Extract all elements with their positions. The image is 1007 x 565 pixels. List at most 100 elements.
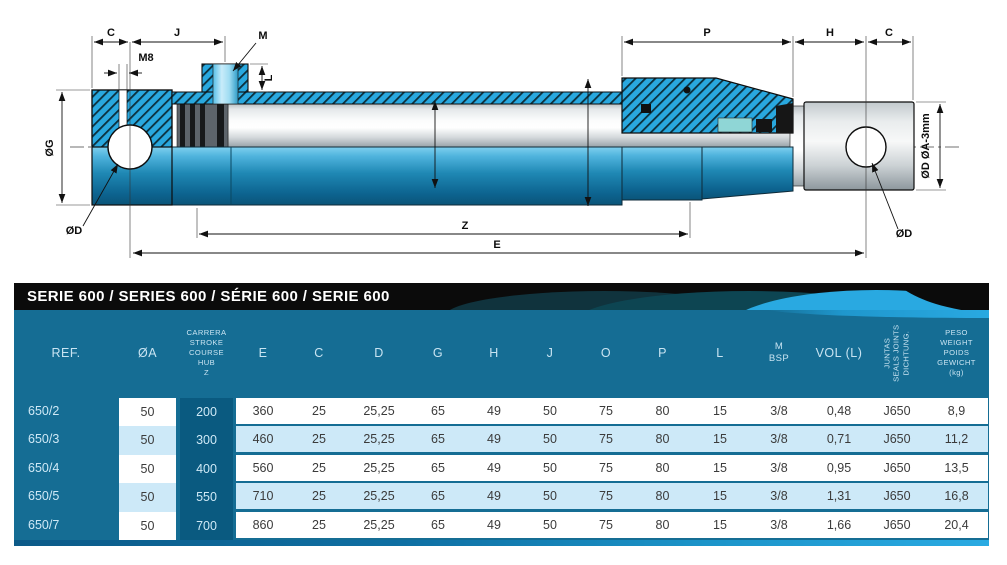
table-cell: 3/8 xyxy=(770,489,788,504)
row-ref: 650/2 xyxy=(28,404,60,418)
table-cell: 3/8 xyxy=(770,432,788,447)
od-right-leader xyxy=(871,162,899,230)
od-left-leader xyxy=(82,163,119,227)
dim-od-left-label: ØD xyxy=(66,225,83,237)
column-header-d: D xyxy=(374,346,384,360)
extension-lines xyxy=(56,36,946,258)
table-cell: 49 xyxy=(487,489,501,504)
table-cell: 860 xyxy=(252,517,274,532)
table-cell: 15 xyxy=(713,517,727,532)
table-cell: 25 xyxy=(312,460,326,475)
column-header-juntas: JUNTAS SEALS JOINTS DICHTUNG. xyxy=(882,324,911,382)
table-cell: 65 xyxy=(431,489,445,504)
row-ref: 650/7 xyxy=(28,517,60,532)
table-cell: 25,25 xyxy=(363,489,395,504)
oa-cell: 50 xyxy=(119,426,176,455)
gland-head xyxy=(621,77,794,134)
table-cell: 65 xyxy=(431,404,445,418)
dim-c-left-label: C xyxy=(107,27,115,39)
table-cell: 710 xyxy=(252,489,274,504)
table-cell: 25,25 xyxy=(363,432,395,447)
row-ref: 650/5 xyxy=(28,489,60,504)
column-header-peso: PESO WEIGHT POIDS GEWICHT (kg) xyxy=(937,328,976,377)
table-cell: 3/8 xyxy=(770,517,788,532)
cylinder-tube-wall xyxy=(171,91,643,105)
column-header-l: L xyxy=(716,346,724,360)
cylinder-technical-drawing: C J M8 M L P H C ØG Z E ØD ØD ØD ØA-3mm xyxy=(44,27,962,258)
table-cell: 1,31 xyxy=(826,489,852,504)
table-cell: 15 xyxy=(713,489,727,504)
dim-od-oa-label: ØD ØA-3mm xyxy=(920,113,932,179)
stroke-column-strip xyxy=(180,398,233,540)
oa-cell: 50 xyxy=(119,511,176,540)
table-title-band: SERIE 600 / SERIES 600 / SÉRIE 600 / SER… xyxy=(14,283,989,310)
table-cell: 80 xyxy=(655,517,670,532)
table-cell: 25 xyxy=(312,404,326,418)
table-cell: 0,95 xyxy=(826,460,852,475)
table-cell: 20,4 xyxy=(944,517,969,532)
column-header-o: O xyxy=(600,346,612,360)
table-cell: 75 xyxy=(599,517,613,532)
column-header-c: C xyxy=(314,346,324,360)
column-header-e: E xyxy=(258,346,268,360)
m8-tapped-hole xyxy=(118,89,128,129)
table-cell: 80 xyxy=(655,432,670,447)
dimension-lines xyxy=(58,38,944,257)
table-cell: 49 xyxy=(487,404,501,418)
table-cell: 25 xyxy=(312,489,326,504)
dim-m8-label: M8 xyxy=(138,52,153,64)
table-cell: 25 xyxy=(312,432,326,447)
table-cell: 75 xyxy=(599,489,613,504)
o-ring xyxy=(683,86,691,94)
table-cell: 560 xyxy=(252,460,274,475)
stroke-cell: 700 xyxy=(196,518,217,533)
table-cell: 1,66 xyxy=(826,517,852,532)
dim-c-right-label: C xyxy=(885,27,893,39)
oa-cell: 50 xyxy=(119,483,176,512)
wiper-seal xyxy=(776,103,793,133)
table-cell: 3/8 xyxy=(770,404,788,418)
dim-l-label: L xyxy=(263,74,275,81)
table-cell: J650 xyxy=(883,460,911,475)
column-header-p: P xyxy=(658,346,667,360)
rod-end-block xyxy=(803,101,915,191)
stroke-cell: 200 xyxy=(196,405,217,419)
table-cell: 80 xyxy=(655,489,670,504)
oa-cell: 50 xyxy=(119,398,176,427)
table-cell: 11,2 xyxy=(944,432,969,447)
wear-ring xyxy=(717,117,753,133)
column-header-oa: ØA xyxy=(137,346,158,360)
table-cell: 80 xyxy=(655,404,670,418)
row-ref: 650/3 xyxy=(28,432,60,447)
dim-e-label: E xyxy=(493,239,500,251)
table-cell: 50 xyxy=(543,404,557,418)
swoosh-tail xyxy=(764,310,989,318)
table-cell: J650 xyxy=(883,404,911,418)
table-cell: J650 xyxy=(883,517,911,532)
dimension-labels: C J M8 M L P H C ØG Z E ØD ØD ØD ØA-3mm xyxy=(44,27,932,251)
table-cell: 80 xyxy=(655,460,670,475)
cylinder-body-lower xyxy=(91,146,794,206)
rod-seal xyxy=(756,119,772,132)
table-cell: 50 xyxy=(543,432,557,447)
dim-p-label: P xyxy=(703,27,710,39)
oa-cell: 50 xyxy=(119,454,176,484)
column-header-h: H xyxy=(489,346,499,360)
table-cell: 75 xyxy=(599,404,613,418)
table-cell: 65 xyxy=(431,517,445,532)
dim-og-label: ØG xyxy=(44,139,56,156)
table-cell: 13,5 xyxy=(944,460,969,475)
table-cell: 50 xyxy=(543,460,557,475)
dim-m-label: M xyxy=(258,30,267,42)
piston xyxy=(172,102,229,148)
row-ref: 650/4 xyxy=(28,460,60,475)
table-cell: 8,9 xyxy=(947,404,966,418)
table-cell: J650 xyxy=(883,489,911,504)
table-cell: 49 xyxy=(487,460,501,475)
m-leader xyxy=(232,42,257,72)
